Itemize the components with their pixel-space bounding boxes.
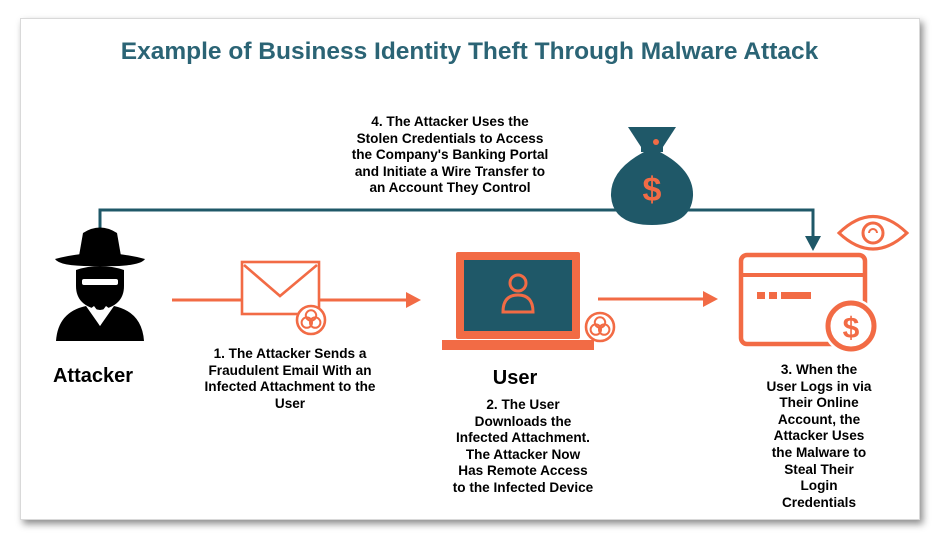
diagram-title: Example of Business Identity Theft Throu… bbox=[120, 38, 819, 65]
laptop-user-icon bbox=[442, 252, 594, 350]
step-3-caption: 3. When the User Logs in via Their Onlin… bbox=[766, 362, 872, 510]
envelope-icon bbox=[240, 260, 321, 316]
svg-text:$: $ bbox=[843, 312, 860, 345]
attacker-label: Attacker bbox=[52, 365, 134, 387]
money-bag-icon: $ bbox=[610, 127, 694, 225]
connector-step4-arrowhead bbox=[805, 236, 821, 251]
eye-icon bbox=[836, 215, 910, 251]
step-2-caption: 2. The User Downloads the Infected Attac… bbox=[452, 397, 594, 495]
step-1-caption: 1. The Attacker Sends a Fraudulent Email… bbox=[204, 346, 376, 411]
arrow-user-to-browser-head bbox=[703, 291, 718, 307]
svg-text:$: $ bbox=[643, 171, 662, 209]
hacker-icon bbox=[55, 227, 145, 341]
arrow-attacker-to-user-head bbox=[406, 292, 421, 308]
biohazard-icon-laptop bbox=[584, 311, 616, 343]
user-label: User bbox=[492, 367, 538, 389]
step-4-caption: 4. The Attacker Uses the Stolen Credenti… bbox=[351, 114, 549, 196]
dollar-coin-icon: $ bbox=[823, 298, 879, 354]
biohazard-icon bbox=[295, 304, 327, 336]
connector-step4 bbox=[98, 208, 815, 251]
